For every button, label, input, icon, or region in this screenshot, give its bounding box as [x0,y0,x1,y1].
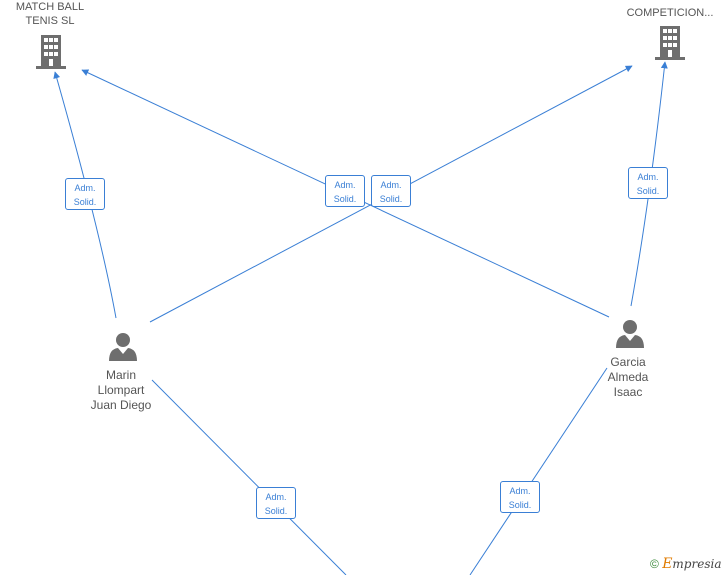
person-name-line3: Juan Diego [90,398,152,412]
edge-marin-to-matchball [53,71,117,319]
brand-watermark: © Empresia [650,556,721,572]
edge-garcia-to-bottom [469,367,608,575]
person-name-line3: Isaac [613,385,643,399]
building-icon[interactable] [655,26,685,61]
relation-role: Adm. [265,492,287,502]
copyright-icon: © [650,557,659,571]
relation-type: Solid. [264,506,288,516]
company-label-competicion[interactable]: COMPETICION... [615,6,725,20]
relation-role: Adm. [334,180,356,190]
relation-type: Solid. [379,194,403,204]
company-name-line2: TENIS SL [25,15,75,27]
relation-type: Solid. [333,194,357,204]
relation-badge-marin-competicion[interactable]: Adm. Solid. [371,175,411,207]
person-label-marin[interactable]: Marin Llompart Juan Diego [71,368,171,413]
relation-badge-garcia-competicion[interactable]: Adm. Solid. [628,167,668,199]
edge-marin-to-bottom [151,379,347,575]
person-label-garcia[interactable]: Garcia Almeda Isaac [578,355,678,400]
person-name-line2: Llompart [97,383,145,397]
relation-badge-marin-matchball[interactable]: Adm. Solid. [65,178,105,210]
building-icon[interactable] [36,35,66,70]
person-icon[interactable] [108,332,138,362]
relation-type: Solid. [73,197,97,207]
brand-name: mpresia [672,557,722,571]
relation-role: Adm. [380,180,402,190]
relation-role: Adm. [637,172,659,182]
relation-badge-marin-bottom[interactable]: Adm. Solid. [256,487,296,519]
relation-role: Adm. [509,486,531,496]
company-name-line1: MATCH BALL [15,1,85,13]
company-label-matchball[interactable]: MATCH BALL TENIS SL [10,0,90,28]
person-name-line1: Marin [105,368,136,382]
brand-logo-letter: E [662,556,673,572]
relation-role: Adm. [74,183,96,193]
company-name-line1: COMPETICION... [626,7,714,19]
relation-type: Solid. [636,186,660,196]
person-name-line1: Garcia [610,355,646,369]
relation-type: Solid. [508,500,532,510]
relation-badge-garcia-bottom[interactable]: Adm. Solid. [500,481,540,513]
relation-badge-garcia-matchball[interactable]: Adm. Solid. [325,175,365,207]
person-icon[interactable] [615,319,645,349]
person-name-line2: Almeda [607,370,649,384]
